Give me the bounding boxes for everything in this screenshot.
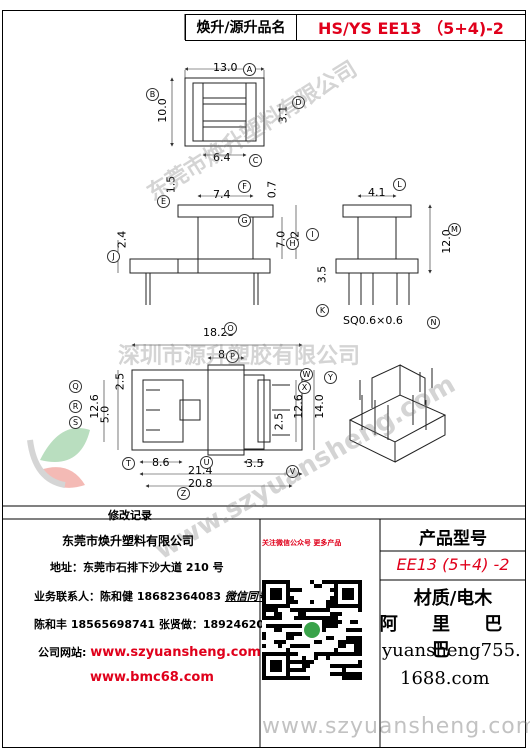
title-block-lines	[2, 14, 526, 748]
callout-a: A	[243, 63, 256, 76]
company-contact-2: 陈和丰 18565698741 张贤做：18924620883	[34, 618, 288, 631]
qr-code	[262, 580, 362, 680]
dim-front-pin: 3.5	[315, 265, 329, 284]
callout-c: C	[249, 154, 262, 167]
callout-j: J	[107, 250, 120, 263]
dim-bottom-h3: 5.0	[98, 405, 112, 424]
header-top-line	[185, 14, 526, 15]
company-name: 东莞市焕升塑料有限公司	[62, 534, 195, 548]
alibaba-label: 阿 里 巴 巴	[379, 614, 517, 661]
shop-url-1[interactable]: yuansheng755.	[382, 640, 521, 661]
callout-l: L	[393, 178, 406, 191]
dim-front-h2: 7.0	[274, 230, 288, 249]
website-link-1[interactable]: www.szyuansheng.com	[90, 645, 261, 660]
isometric-view	[348, 364, 447, 463]
callout-i: I	[306, 228, 319, 241]
website-link-2[interactable]: www.bmc68.com	[90, 670, 214, 685]
callout-y: Y	[324, 371, 337, 384]
dim-bottom-w4: 3.5	[246, 457, 264, 470]
top-view	[170, 67, 281, 157]
callout-o: O	[224, 322, 237, 335]
bottom-view	[103, 343, 315, 488]
callout-s: S	[69, 416, 82, 429]
dim-bottom-h4: 2.5	[272, 412, 286, 431]
callout-r: R	[69, 400, 82, 413]
product-model-label: 产品型号	[419, 529, 487, 549]
callout-q: Q	[69, 380, 82, 393]
callout-d: D	[292, 96, 305, 109]
company-website-row: 公司网站: www.szyuansheng.com	[38, 645, 261, 660]
product-name-title: HS/YS EE13 （5+4)-2	[296, 14, 525, 40]
dim-front-top: 0.7	[265, 180, 279, 199]
callout-m: M	[448, 223, 461, 236]
material-label: 材质/电木	[413, 588, 493, 609]
callout-v: V	[286, 465, 299, 478]
wechat-same-number: 微信同号	[224, 590, 269, 603]
product-model-value: EE13 (5+4) -2	[396, 555, 510, 574]
callout-e: E	[157, 195, 170, 208]
qr-caption: 关注微信公众号 更多产品	[262, 539, 342, 547]
callout-h: H	[286, 237, 299, 250]
dim-side-pin: SQ0.6×0.6	[343, 314, 403, 327]
company-contact-1: 业务联系人：陈和健 18682364083 微信同号	[34, 590, 269, 603]
dim-bottom-w3: 8.6	[152, 456, 170, 469]
callout-z: Z	[177, 487, 190, 500]
callout-f: F	[238, 180, 251, 193]
green-leaf-logo	[27, 428, 90, 488]
front-view	[117, 194, 297, 305]
dim-top-slot: 6.4	[213, 151, 231, 164]
shop-url-2[interactable]: 1688.com	[400, 668, 490, 689]
header-divider	[185, 40, 526, 41]
side-view	[335, 194, 432, 305]
drawing-sheet-border	[2, 10, 526, 748]
dim-bottom-h1: 2.5	[113, 372, 127, 391]
footer-watermark-url: www.szyuansheng.com	[262, 714, 530, 739]
dim-top-height: 10.0	[155, 98, 169, 123]
company-address: 地址：东莞市石排下沙大道 210 号	[50, 561, 224, 574]
callout-g: G	[238, 214, 251, 227]
callout-w: W	[300, 368, 313, 381]
callout-n: N	[427, 316, 440, 329]
callout-k: K	[316, 304, 329, 317]
callout-t: T	[122, 457, 135, 470]
dim-front-h1: 2.4	[115, 230, 129, 249]
dim-bottom-h5: 12.6	[291, 394, 305, 419]
dim-front-width: 7.4	[213, 188, 231, 201]
dim-side-width: 4.1	[368, 186, 386, 199]
callout-p: P	[226, 350, 239, 363]
dim-top-width: 13.0	[213, 61, 238, 74]
watermark-company-2: 深圳市源升塑胶有限公司	[118, 344, 361, 369]
callout-x: X	[298, 381, 311, 394]
callout-u: U	[200, 456, 213, 469]
dim-bottom-w6: 20.8	[188, 477, 213, 490]
revision-record-label: 修改记录	[108, 509, 152, 522]
callout-b: B	[146, 88, 159, 101]
dim-bottom-h6: 14.0	[312, 394, 326, 419]
